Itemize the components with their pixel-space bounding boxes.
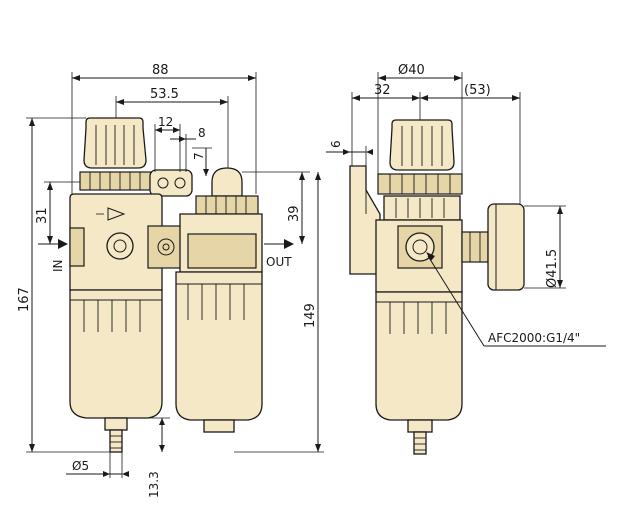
dim-7: 7 bbox=[192, 147, 212, 176]
dim-32-label: 32 bbox=[374, 83, 391, 98]
in-label: IN bbox=[51, 259, 65, 272]
dim-39-label: 39 bbox=[287, 205, 302, 222]
dim-7-label: 7 bbox=[192, 152, 206, 160]
left-unit-filter-regulator bbox=[69, 117, 193, 453]
dim-6-label: 6 bbox=[329, 140, 343, 148]
port-callout-label: AFC2000:G1/4" bbox=[488, 331, 580, 345]
front-view: IN OUT 88 53.5 bbox=[17, 63, 324, 498]
right-unit-lubricator bbox=[175, 167, 263, 433]
dim-6: 6 bbox=[326, 140, 373, 166]
dim-39: 39 bbox=[242, 171, 310, 244]
dim-13-3: 13.3 bbox=[126, 417, 170, 498]
dim-dia-40-label: Ø40 bbox=[398, 63, 425, 78]
dim-dia-41-5: Ø41.5 bbox=[524, 205, 566, 289]
side-view: Ø40 32 (53) 6 bbox=[326, 63, 606, 455]
dim-8: 8 bbox=[170, 126, 206, 172]
pressure-gauge bbox=[487, 203, 525, 291]
dim-167: 167 bbox=[17, 117, 110, 453]
dim-149-label: 149 bbox=[303, 303, 318, 328]
dim-53-ref-label: (53) bbox=[464, 83, 491, 98]
dim-dia-5: Ø5 bbox=[66, 452, 129, 478]
dim-53-ref: (53) bbox=[420, 83, 521, 204]
dim-149: 149 bbox=[234, 172, 324, 453]
in-port-arrow: IN bbox=[38, 239, 68, 272]
dim-53-5-label: 53.5 bbox=[150, 87, 179, 102]
dim-13-3-label: 13.3 bbox=[147, 471, 161, 498]
dim-12: 12 bbox=[154, 115, 181, 172]
out-port-arrow: OUT bbox=[264, 239, 294, 269]
dim-88-label: 88 bbox=[152, 63, 169, 78]
dim-12-label: 12 bbox=[158, 115, 173, 129]
dim-31: 31 bbox=[35, 181, 80, 244]
dim-53-5: 53.5 bbox=[115, 87, 229, 168]
dim-32: 32 bbox=[351, 83, 421, 166]
dim-dia-41-5-label: Ø41.5 bbox=[545, 249, 560, 288]
dim-dia-5-label: Ø5 bbox=[72, 459, 89, 473]
dim-dia-40: Ø40 bbox=[377, 63, 463, 174]
out-label: OUT bbox=[266, 255, 292, 269]
dim-88: 88 bbox=[71, 63, 257, 194]
port-callout: AFC2000:G1/4" bbox=[426, 252, 606, 347]
dim-31-label: 31 bbox=[35, 207, 50, 224]
dim-167-label: 167 bbox=[17, 287, 32, 312]
dim-8-label: 8 bbox=[198, 126, 206, 140]
